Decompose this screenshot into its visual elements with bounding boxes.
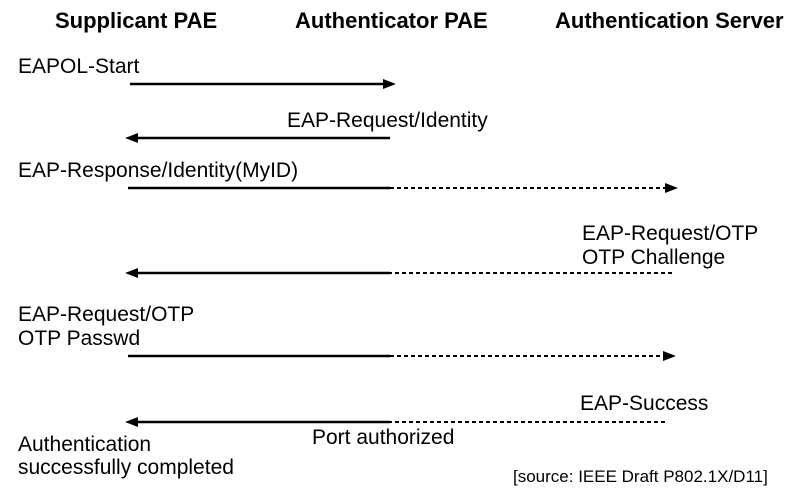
arrow-eap-request-otp-challenge [125,268,672,278]
annotation-authentication-completed-line1: Authentication [18,433,152,456]
arrow-eap-success [125,417,665,427]
annotation-authentication-completed-line2: successfully completed [18,456,234,479]
arrow-eap-response-identity [128,183,678,193]
message-label-eap-request-otp-2: EAP-Request/OTP [18,303,195,326]
message-label-otp-challenge: OTP Challenge [582,246,726,269]
message-label-eap-request-otp: EAP-Request/OTP [582,222,759,245]
column-header-authenticator-pae: Authenticator PAE [295,8,488,33]
annotation-port-authorized: Port authorized [312,426,455,449]
column-header-authentication-server: Authentication Server [555,8,784,33]
message-label-eap-response-identity: EAP-Response/Identity(MyID) [18,159,299,182]
message-label-eapol-start: EAPOL-Start [18,55,140,78]
message-label-eap-request-identity: EAP-Request/Identity [287,109,488,132]
source-citation: [source: IEEE Draft P802.1X/D11] [513,467,768,486]
message-label-otp-passwd: OTP Passwd [18,327,141,350]
arrow-eapol-start [130,79,396,89]
arrow-eap-request-identity [125,133,390,143]
column-header-supplicant-pae: Supplicant PAE [55,8,218,33]
arrow-eap-request-otp-passwd [128,351,676,361]
message-label-eap-success: EAP-Success [580,392,709,415]
